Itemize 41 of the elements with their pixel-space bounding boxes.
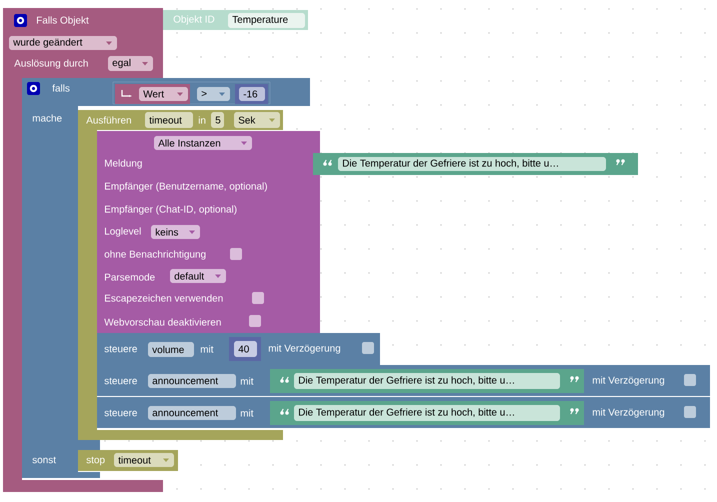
- text-field: timeout: [145, 112, 193, 128]
- text-field: volume: [148, 342, 194, 357]
- node-label: mit: [240, 377, 254, 385]
- node-label: Webvorschau deaktivieren: [104, 318, 221, 326]
- node-label: Parsemode: [105, 273, 155, 281]
- node-label: mit Verzögerung: [592, 408, 664, 418]
- node-label: mit: [200, 345, 214, 353]
- node-label: falls: [52, 84, 70, 92]
- variable-block: Wert: [115, 84, 190, 104]
- node-label: mit Verzögerung: [592, 376, 664, 386]
- dropdown-field: Alle Instanzen: [154, 136, 252, 150]
- text-field: announcement: [148, 406, 236, 420]
- dropdown-field: egal: [108, 56, 153, 71]
- dropdown-field: default: [170, 269, 226, 283]
- node-label: Escapezeichen verwenden: [105, 294, 223, 304]
- text-field: Temperature: [228, 13, 305, 28]
- node-label: Loglevel: [105, 227, 141, 237]
- node-label: Meldung: [105, 159, 142, 169]
- node-label: steuere: [104, 346, 137, 352]
- dropdown-field: timeout: [114, 453, 174, 467]
- text-block: Die Temperatur der Gefriere ist zu hoch, bitte u…: [270, 369, 584, 393]
- node-label: mit: [240, 409, 254, 417]
- dropdown-field: wurde geändert: [9, 36, 117, 50]
- node-label: sonst: [32, 456, 56, 464]
- node-label: Auslösung durch: [14, 59, 88, 69]
- text-block: Die Temperatur der Gefriere ist zu hoch, bitte u…: [313, 153, 638, 175]
- number-field: 5: [211, 112, 224, 128]
- node-label: steuere: [104, 410, 137, 416]
- node-label: ohne Benachrichtigung: [104, 250, 206, 260]
- node-label: Falls Objekt: [37, 16, 89, 26]
- number-block: -16: [235, 84, 268, 104]
- dropdown-field: Sek: [234, 112, 280, 128]
- dropdown-field: keins: [151, 225, 200, 239]
- text-field: announcement: [148, 374, 236, 388]
- node-label: steuere: [104, 378, 137, 384]
- dropdown-field: >: [197, 87, 230, 101]
- node-label: mache: [32, 114, 62, 122]
- text-block: Die Temperatur der Gefriere ist zu hoch, bitte u…: [270, 401, 584, 425]
- number-block: 40: [229, 337, 261, 361]
- node-label: Empfänger (Chat-ID, optional): [105, 205, 236, 215]
- node-label: Empfänger (Benutzername, optional): [105, 182, 267, 192]
